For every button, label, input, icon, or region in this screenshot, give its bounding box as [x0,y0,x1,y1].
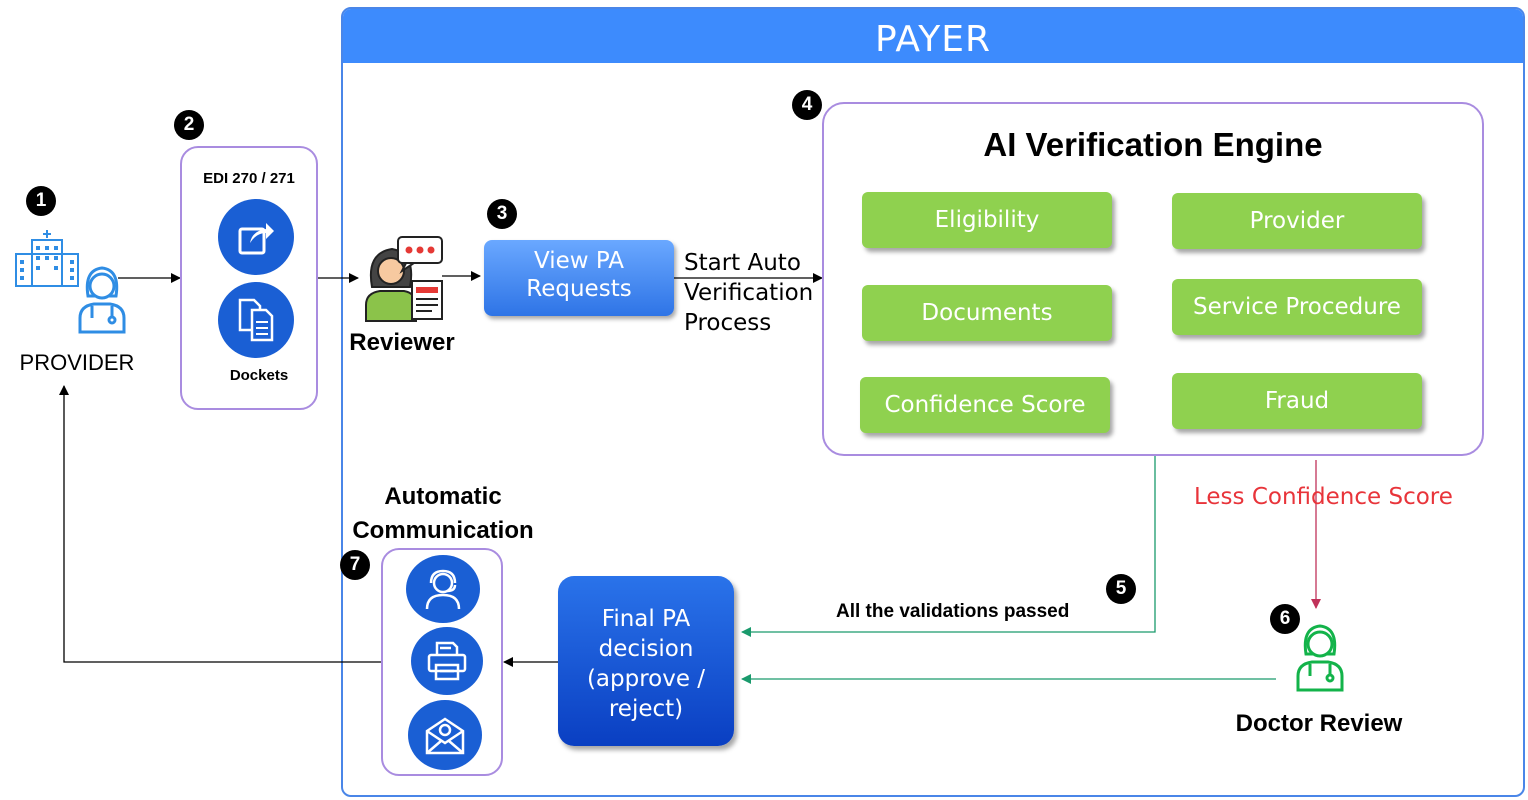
ai-engine-title: AI Verification Engine [983,126,1323,163]
edi-box [180,146,318,410]
printer-icon [427,641,467,681]
ai-engine-box [822,102,1484,456]
payer-title: PAYER [875,19,991,60]
support-agent-circle[interactable] [406,555,480,623]
step-badge-4: 4 [792,90,822,120]
validations-passed-label: All the validations passed [836,601,1070,622]
start-auto-line2: Verification [684,280,814,306]
view-pa-line2: Requests [526,276,632,302]
dockets-label: Dockets [229,367,289,384]
support-agent-icon [425,569,461,610]
engine-fraud-button[interactable]: Fraud [1172,373,1422,429]
final-pa-line1: Final PA [601,606,691,632]
start-auto-label: Start Auto Verification Process [684,248,834,338]
final-pa-line4: reject) [608,696,684,722]
reviewer-icon [358,235,446,323]
payer-header [343,9,1523,63]
communication-box [381,548,503,776]
step-badge-6: 6 [1270,604,1300,634]
hospital-icon [12,226,84,288]
engine-service-procedure-button[interactable]: Service Procedure [1172,279,1422,335]
step-badge-2: 2 [174,110,204,140]
step-badge-3: 3 [487,199,517,229]
engine-documents-button[interactable]: Documents [862,285,1112,341]
step-badge-1: 1 [26,186,56,216]
edi-title: EDI 270 / 271 [203,170,295,187]
provider-label: PROVIDER [19,350,135,375]
automatic-communication-label: Automatic Communication [338,480,548,548]
final-pa-line3: (approve / [586,666,706,692]
less-confidence-label: Less Confidence Score [1194,484,1453,510]
start-auto-line1: Start Auto [684,250,801,276]
final-pa-line2: decision [598,636,694,662]
step-badge-7: 7 [340,550,370,580]
final-pa-decision-button[interactable]: Final PA decision (approve / reject) [558,576,734,746]
arrow-communication-to-provider [59,385,381,663]
email-circle[interactable] [408,700,482,770]
documents-icon [238,298,274,342]
email-icon [425,717,465,755]
engine-provider-button[interactable]: Provider [1172,193,1422,249]
view-pa-requests-button[interactable]: View PA Requests [484,240,674,316]
view-pa-line1: View PA [533,248,625,274]
doctor-icon [1288,620,1352,692]
step-badge-5: 5 [1106,574,1136,604]
automatic-line2: Communication [352,517,534,544]
engine-confidence-score-button[interactable]: Confidence Score [860,377,1110,433]
edi-documents-circle[interactable] [218,282,294,358]
doctor-review-label: Doctor Review [1235,710,1403,737]
start-auto-line3: Process [684,310,772,336]
automatic-line1: Automatic [384,483,502,510]
engine-eligibility-button[interactable]: Eligibility [862,192,1112,248]
provider-doctor-icon [70,262,134,334]
edi-share-circle[interactable] [218,199,294,275]
reviewer-label: Reviewer [349,329,455,356]
fax-circle[interactable] [411,627,483,695]
share-icon [238,223,274,255]
